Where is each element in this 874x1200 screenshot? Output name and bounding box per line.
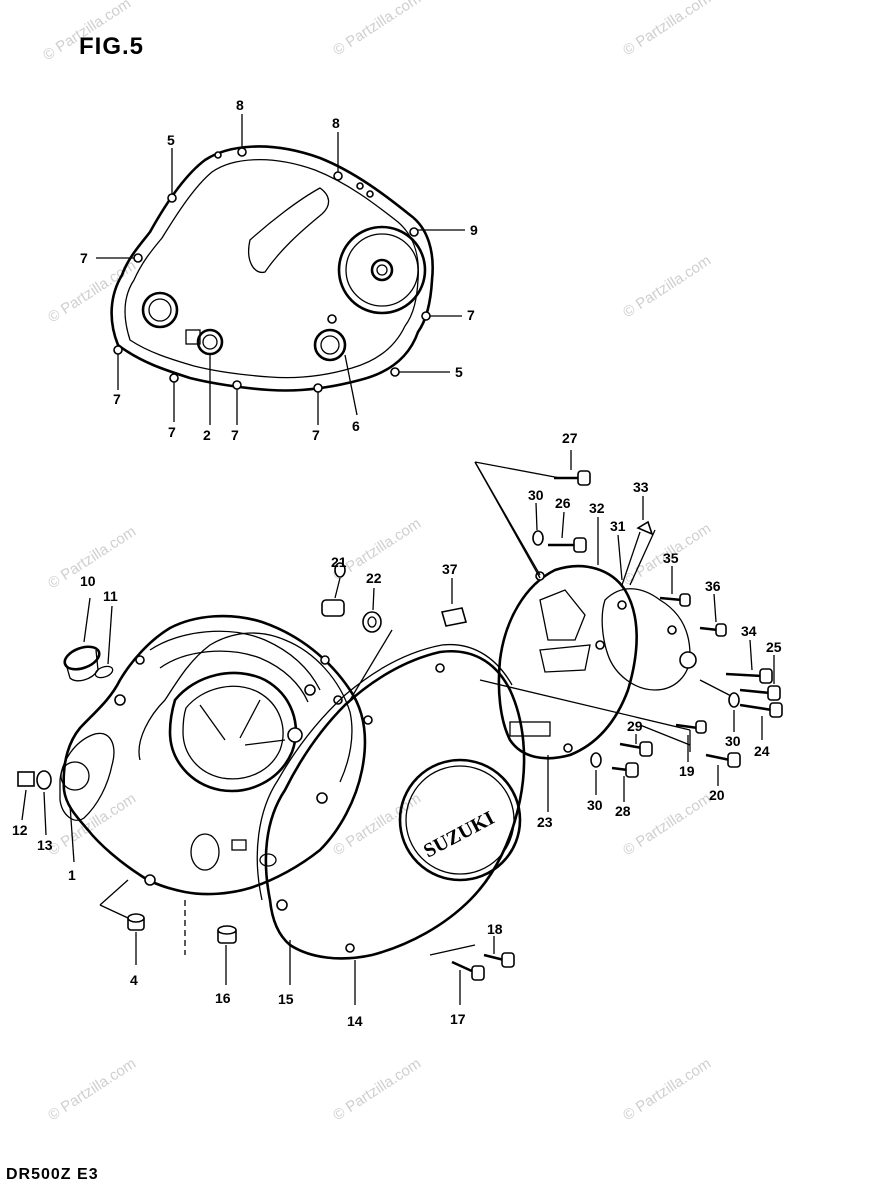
callout-8: 8 (332, 115, 340, 131)
callout-11: 11 (103, 588, 118, 604)
explode-lines (429, 461, 736, 956)
callout-17: 17 (450, 1011, 466, 1027)
dowel-pins (99, 879, 237, 985)
clutch-cover-top (110, 145, 434, 393)
callout-7: 7 (231, 427, 239, 443)
callout-30: 30 (725, 733, 741, 749)
callout-34: 34 (741, 623, 757, 639)
callout-7: 7 (113, 391, 121, 407)
callout-33: 33 (633, 479, 649, 495)
callout-8: 8 (236, 97, 244, 113)
callout-26: 26 (555, 495, 571, 511)
callout-29: 29 (627, 718, 643, 734)
callout-22: 22 (366, 570, 382, 586)
callout-30: 30 (528, 487, 544, 503)
callout-12: 12 (12, 822, 28, 838)
callout-16: 16 (215, 990, 231, 1006)
callout-36: 36 (705, 578, 721, 594)
chain-guide-assembly (597, 496, 697, 691)
callout-23: 23 (537, 814, 553, 830)
callout-35: 35 (663, 550, 679, 566)
callout-13: 13 (37, 837, 53, 853)
magneto-cover: SUZUKI (256, 643, 526, 1005)
callout-20: 20 (709, 787, 725, 803)
model-code-footer: DR500Z E3 (6, 1166, 99, 1183)
callout-7: 7 (467, 307, 475, 323)
callout-7: 7 (168, 424, 176, 440)
callout-25: 25 (766, 639, 782, 655)
callout-6: 6 (352, 418, 360, 434)
callout-labels: 8 8 5 7 9 7 5 7 7 2 7 7 6 27 30 26 32 33… (12, 97, 782, 1029)
callout-4: 4 (130, 972, 138, 988)
crankcase-left (59, 614, 367, 955)
callout-9: 9 (470, 222, 478, 238)
callout-7: 7 (80, 250, 88, 266)
callout-7: 7 (312, 427, 320, 443)
callout-24: 24 (754, 743, 770, 759)
callout-32: 32 (589, 500, 605, 516)
callout-37: 37 (442, 561, 458, 577)
callout-27: 27 (562, 430, 578, 446)
fasteners-right (451, 450, 783, 1005)
callout-28: 28 (615, 803, 631, 819)
callout-5: 5 (455, 364, 463, 380)
caps-and-plugs (321, 562, 468, 701)
figure-title: FIG.5 (79, 33, 145, 60)
callout-30: 30 (587, 797, 603, 813)
callout-5: 5 (167, 132, 175, 148)
callout-19: 19 (679, 763, 695, 779)
oil-filler-cap (63, 597, 114, 682)
drain-plug-and-washer (17, 770, 75, 863)
callout-14: 14 (347, 1013, 363, 1029)
callout-1: 1 (68, 867, 76, 883)
callout-18: 18 (487, 921, 503, 937)
callout-15: 15 (278, 991, 294, 1007)
suzuki-brand-text: SUZUKI (420, 807, 498, 863)
callout-31: 31 (610, 518, 626, 534)
leader-lines-top (96, 114, 465, 425)
callout-10: 10 (80, 573, 96, 589)
sprocket-cover (497, 564, 638, 812)
callout-21: 21 (331, 554, 347, 570)
callout-2: 2 (203, 427, 211, 443)
